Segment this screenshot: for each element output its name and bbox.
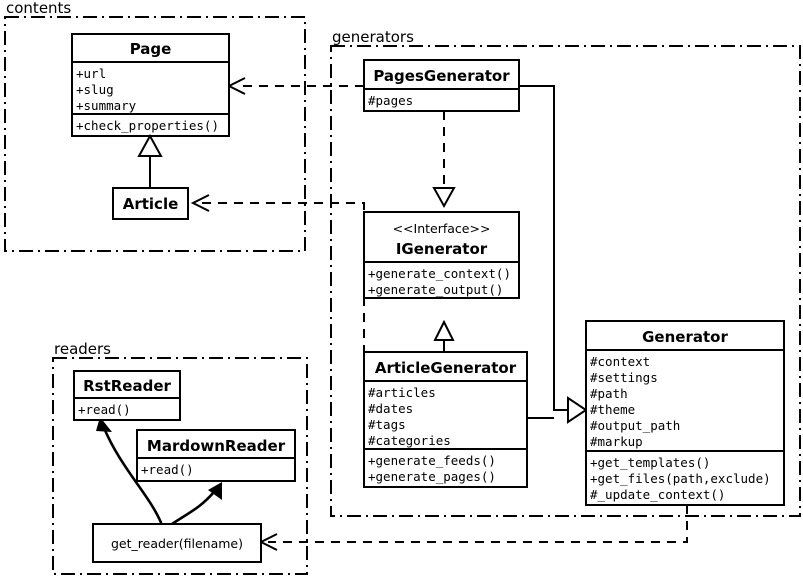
class-generator-attribute: #theme [590, 402, 635, 417]
class-article-generator-attribute: #categories [368, 433, 451, 448]
class-page-title: Page [130, 40, 172, 58]
class-generator-title: Generator [642, 328, 728, 346]
class-pages-generator-attribute: #pages [368, 93, 413, 108]
class-rst-reader[interactable]: RstReader +read() [73, 370, 181, 421]
edge-article-extends-page [137, 133, 163, 188]
class-mardown-reader-box [136, 429, 296, 482]
edge-generators-extend-generator [519, 85, 588, 424]
class-pages-generator-title: PagesGenerator [373, 67, 510, 85]
class-igenerator-method: +generate_context() [368, 266, 511, 281]
edge-articlegenerator-realizes-igenerator [433, 319, 455, 352]
package-generators: generators [330, 28, 801, 517]
edge-generator-uses-get-reader [258, 505, 688, 551]
create-curve [102, 427, 164, 526]
class-generator-attribute: #context [590, 354, 650, 369]
class-generator-attribute: #output_path [590, 418, 680, 433]
hollow-triangle-icon [137, 133, 163, 157]
class-generator-method: #_update_context() [590, 487, 725, 502]
hollow-triangle-icon [567, 396, 588, 424]
class-igenerator[interactable]: <<Interface>> IGenerator +generate_conte… [363, 211, 520, 299]
edge-pagesgenerator-uses-page [226, 77, 364, 95]
class-page[interactable]: Page +url +slug +summary +check_properti… [71, 33, 230, 137]
package-contents: contents [4, 0, 306, 252]
class-article-generator-attribute: #tags [368, 417, 406, 432]
create-curve [171, 491, 215, 526]
class-rst-reader-title: RstReader [83, 377, 171, 395]
class-pages-generator-box [363, 59, 520, 112]
class-igenerator-stereotype: <<Interface>> [393, 221, 491, 236]
class-article-generator-attribute: #articles [368, 385, 436, 400]
class-article-generator-method: +generate_pages() [368, 469, 496, 484]
hollow-triangle-icon [432, 187, 456, 209]
class-article-box [112, 187, 189, 220]
class-page-method: +check_properties() [76, 118, 219, 133]
class-pages-generator[interactable]: PagesGenerator #pages [363, 59, 520, 112]
class-page-attribute: +url [76, 66, 106, 81]
function-get-reader[interactable]: get_reader(filename) [92, 523, 262, 563]
class-generator-method: +get_files(path,exclude) [590, 471, 771, 486]
package-contents-border [4, 16, 306, 252]
class-generator-attribute: #settings [590, 370, 658, 385]
class-article[interactable]: Article [112, 187, 189, 220]
class-mardown-reader-title: MardownReader [147, 437, 286, 455]
package-generators-border [330, 45, 801, 517]
class-page-attribute: +slug [76, 82, 114, 97]
class-article-generator[interactable]: ArticleGenerator #articles #dates #tags … [363, 351, 528, 488]
class-mardown-reader-method: +read() [141, 462, 194, 477]
class-generator-attribute: #path [590, 386, 628, 401]
open-arrow-icon [190, 194, 210, 212]
open-arrow-icon [226, 77, 246, 95]
class-article-generator-title: ArticleGenerator [375, 359, 517, 377]
class-page-attribute: +summary [76, 98, 137, 113]
class-igenerator-title: IGenerator [396, 240, 488, 258]
class-article-generator-attribute: #dates [368, 401, 413, 416]
generalization-line-pagesgenerator [519, 85, 568, 411]
package-readers: readers [52, 340, 308, 575]
function-get-reader-label: get_reader(filename) [111, 536, 243, 551]
package-readers-label: readers [54, 340, 111, 358]
dependency-line [200, 202, 365, 418]
class-article-generator-method: +generate_feeds() [368, 453, 496, 468]
class-rst-reader-box [73, 370, 181, 421]
function-get-reader-box [92, 523, 262, 563]
hollow-triangle-icon [433, 319, 455, 341]
edge-articlegenerator-uses-article [190, 194, 365, 418]
class-generator-method: +get_templates() [590, 455, 710, 470]
edge-get-reader-creates-mardownreader [171, 482, 222, 526]
class-rst-reader-method: +read() [78, 402, 131, 417]
class-generator-box [585, 320, 785, 506]
class-igenerator-method: +generate_output() [368, 282, 503, 297]
class-generator[interactable]: Generator #context #settings #path #them… [585, 320, 785, 506]
solid-arrow-icon [208, 482, 222, 500]
dependency-line [268, 505, 688, 543]
class-article-title: Article [123, 195, 179, 213]
package-contents-label: contents [6, 0, 71, 17]
edge-pagesgenerator-realizes-igenerator [432, 111, 456, 209]
class-igenerator-box [363, 211, 520, 299]
class-generator-attribute: #markup [590, 434, 643, 449]
package-readers-border [52, 357, 308, 575]
package-generators-label: generators [332, 28, 414, 46]
class-article-generator-box [363, 351, 528, 488]
class-mardown-reader[interactable]: MardownReader +read() [136, 429, 296, 482]
